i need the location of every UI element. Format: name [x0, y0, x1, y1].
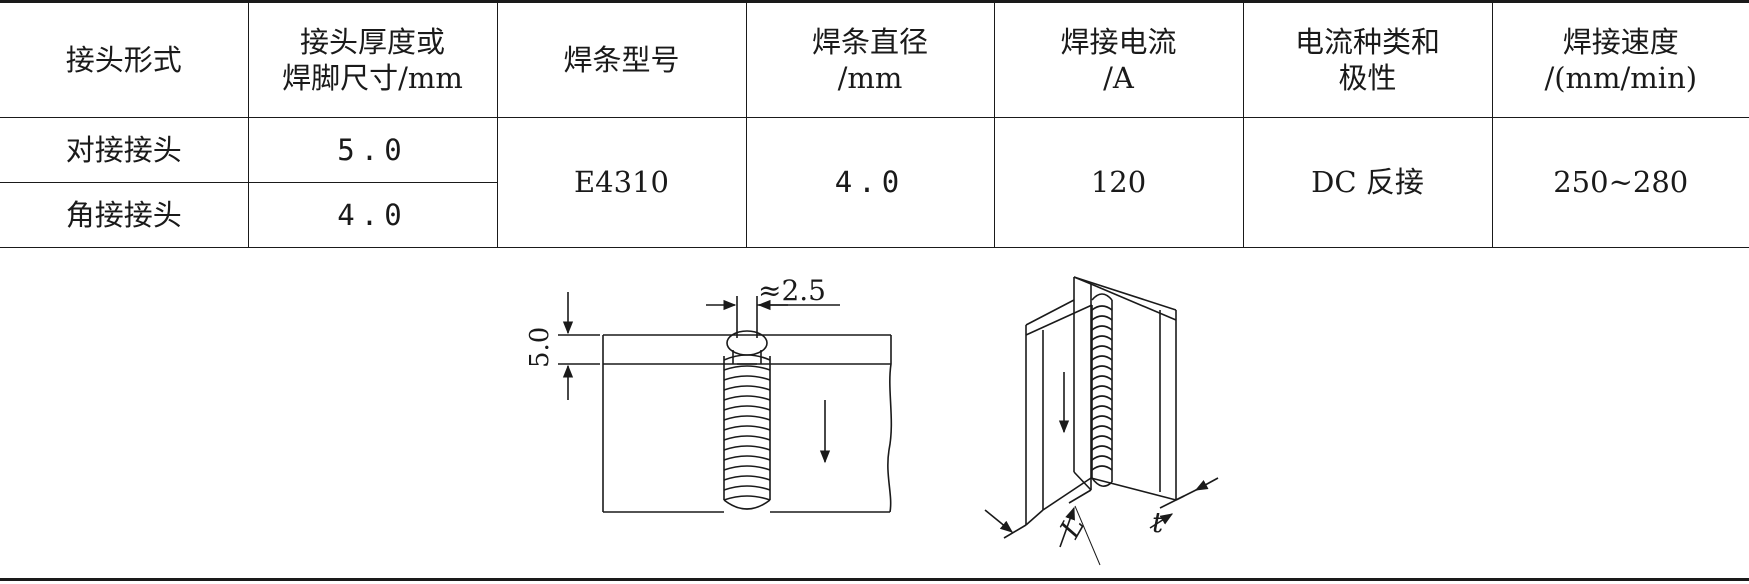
welding-parameters-table: 接头形式 接头厚度或 焊脚尺寸/mm 焊条型号 焊条直径 /mm 焊接电流 /A [0, 0, 1749, 248]
butt-joint-diagram [558, 292, 893, 513]
header-thickness: 接头厚度或 焊脚尺寸/mm [247, 0, 497, 118]
cell-electrode-model: E4310 [496, 117, 746, 248]
header-current: 焊接电流 /A [993, 0, 1243, 118]
bottom-rule [0, 578, 1749, 581]
header-joint-type: 接头形式 [0, 0, 248, 118]
cell-speed: 250~280 [1491, 117, 1749, 248]
cell-thickness: 4.0 [247, 182, 497, 248]
header-speed: 焊接速度 /(mm/min) [1491, 0, 1749, 118]
cell-thickness: 5.0 [247, 117, 497, 183]
cell-current: 120 [993, 117, 1243, 248]
cell-joint-type: 角接接头 [0, 182, 248, 248]
cell-electrode-diameter: 4.0 [745, 117, 994, 248]
header-electrode-model: 焊条型号 [496, 0, 746, 118]
cell-joint-type: 对接接头 [0, 117, 248, 183]
fillet-joint-diagram [984, 276, 1219, 566]
table-header-row: 接头形式 接头厚度或 焊脚尺寸/mm 焊条型号 焊条直径 /mm 焊接电流 /A [0, 0, 1749, 118]
table-row: 对接接头 5.0 E4310 4.0 120 DC 反接 250~280 [0, 117, 1749, 248]
butt-gap-dimension-label: ≈2.5 [758, 274, 826, 307]
fillet-weld-bead [1091, 293, 1113, 487]
header-polarity: 电流种类和 极性 [1242, 0, 1492, 118]
header-electrode-diameter: 焊条直径 /mm [745, 0, 994, 118]
butt-weld-bead [723, 354, 771, 510]
fillet-thickness-label: t [1152, 506, 1164, 539]
joint-diagrams: ≈2.5 5.0 [525, 274, 1219, 566]
butt-thickness-dimension-label: 5.0 [525, 327, 555, 368]
cell-polarity: DC 反接 [1242, 117, 1492, 248]
table-row: 角接接头 4.0 [0, 182, 1749, 248]
